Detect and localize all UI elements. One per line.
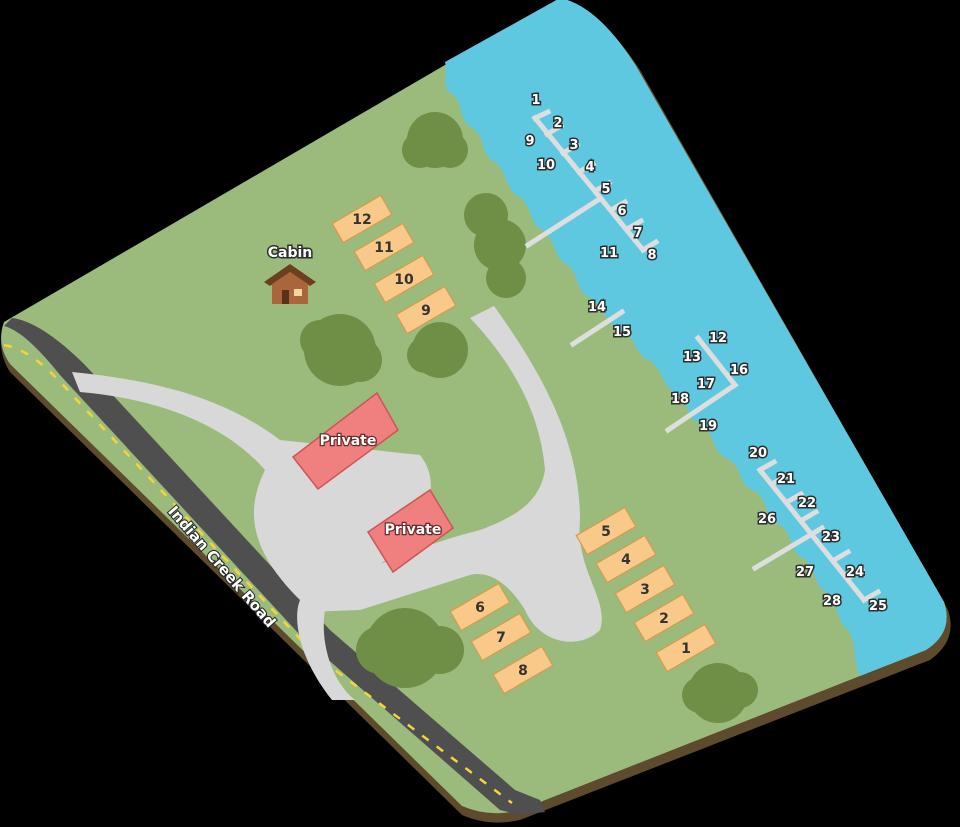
boat-slip-1[interactable]: 1: [530, 92, 542, 110]
boat-slip-19[interactable]: 19: [697, 418, 718, 436]
campsite-number: 3: [640, 582, 650, 598]
dock-d-walkway: [751, 524, 826, 572]
boat-slip-5[interactable]: 5: [600, 181, 612, 199]
private-label-1: Private: [320, 433, 377, 449]
road-centerline: [3, 343, 513, 804]
indian-creek-road: [4, 318, 545, 815]
campsite-9[interactable]: 9: [395, 285, 457, 335]
dock-c-walkway: [664, 381, 739, 434]
boat-slip-24[interactable]: 24: [844, 564, 865, 582]
campsite-3[interactable]: 3: [614, 564, 676, 614]
campsite-1[interactable]: 1: [655, 623, 717, 673]
campsite-number: 12: [352, 212, 371, 228]
boat-slip-4[interactable]: 4: [584, 159, 596, 177]
boat-slip-13[interactable]: 13: [681, 349, 702, 367]
boat-slip-28[interactable]: 28: [821, 593, 842, 611]
campsite-12[interactable]: 12: [331, 194, 393, 244]
boat-slip-17[interactable]: 17: [695, 376, 716, 394]
dock-a-walkway: [524, 196, 602, 249]
campsite-7[interactable]: 7: [470, 612, 532, 662]
campsite-number: 8: [518, 663, 528, 679]
boat-slip-7[interactable]: 7: [632, 225, 644, 243]
dock-d-finger: [844, 566, 866, 582]
dock-a-finger: [559, 141, 581, 157]
boat-slip-27[interactable]: 27: [794, 564, 815, 582]
dock-a-finger: [623, 217, 645, 233]
dock-d-finger: [783, 490, 805, 506]
boat-slip-18[interactable]: 18: [669, 391, 690, 409]
private-building-1: Private: [291, 391, 399, 491]
campsite-8[interactable]: 8: [492, 645, 554, 695]
dock-a-finger: [591, 179, 613, 195]
cabin-label: Cabin: [268, 245, 313, 261]
boat-slip-21[interactable]: 21: [775, 471, 796, 489]
boat-slip-26[interactable]: 26: [756, 511, 777, 529]
campsite-number: 5: [601, 524, 611, 540]
boat-slip-22[interactable]: 22: [796, 495, 817, 513]
private-label-2: Private: [385, 522, 442, 538]
boat-slip-25[interactable]: 25: [867, 598, 888, 616]
campsite-number: 11: [374, 240, 393, 256]
campsite-11[interactable]: 11: [353, 222, 415, 272]
cabin-icon[interactable]: [264, 264, 316, 304]
campsite-number: 9: [421, 303, 431, 319]
private-building-2: Private: [366, 488, 454, 574]
boat-slip-12[interactable]: 12: [707, 330, 728, 348]
campsite-4[interactable]: 4: [595, 534, 657, 584]
campsite-5[interactable]: 5: [575, 506, 637, 556]
boat-slip-2[interactable]: 2: [552, 115, 564, 133]
dock-b: [569, 308, 626, 348]
dock-a-finger: [531, 108, 552, 122]
dock-d-finger: [860, 588, 882, 604]
campsite-number: 4: [621, 552, 631, 568]
dock-d-finger: [830, 548, 852, 564]
campsite-number: 6: [475, 600, 485, 616]
boat-slip-15[interactable]: 15: [611, 324, 632, 342]
dock-a-finger: [575, 160, 597, 176]
trees: [300, 112, 758, 723]
boat-slip-20[interactable]: 20: [747, 445, 768, 463]
boat-slip-16[interactable]: 16: [728, 362, 749, 380]
dock-d-finger: [768, 472, 790, 488]
campsite-number: 7: [496, 630, 506, 646]
docks: [524, 108, 882, 604]
dock-d-finger: [756, 458, 778, 474]
dock-a-finger: [607, 198, 629, 214]
campsite-number: 2: [659, 611, 669, 627]
campsite-2[interactable]: 2: [633, 593, 695, 643]
campsite-number: 10: [394, 272, 414, 288]
boat-slip-11[interactable]: 11: [598, 245, 619, 263]
boat-slip-23[interactable]: 23: [820, 529, 841, 547]
driveway-main: [305, 306, 602, 642]
boat-slip-10[interactable]: 10: [535, 157, 556, 175]
dock-a-finger: [639, 238, 660, 254]
campsite-number: 1: [681, 641, 691, 657]
boat-slip-3[interactable]: 3: [568, 137, 580, 155]
dock-c-arm: [694, 334, 739, 389]
campsite-10[interactable]: 10: [373, 254, 435, 304]
dock-a-finger: [543, 122, 565, 138]
boat-slip-9[interactable]: 9: [524, 133, 536, 151]
boat-slip-14[interactable]: 14: [586, 299, 607, 317]
boat-slip-8[interactable]: 8: [646, 247, 658, 265]
boat-slip-6[interactable]: 6: [616, 203, 628, 221]
campsite-6[interactable]: 6: [449, 582, 511, 632]
dock-d-finger: [798, 508, 820, 524]
